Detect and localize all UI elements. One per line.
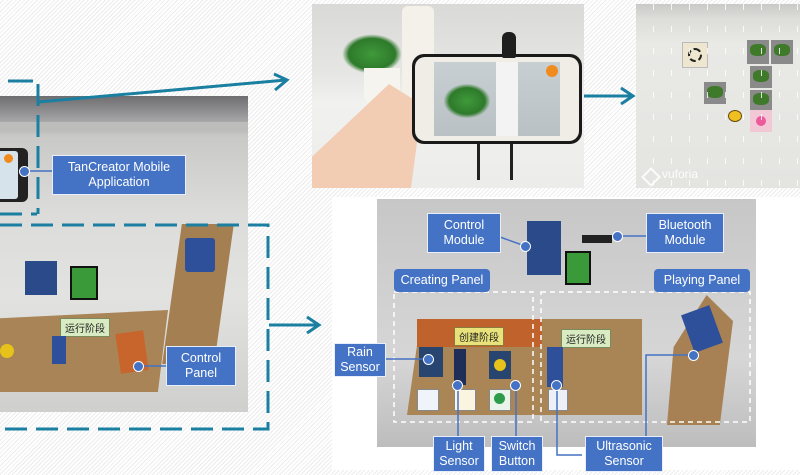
ultrasonic-sensor-dot-2 — [688, 350, 699, 361]
arduino-board — [527, 221, 561, 275]
rain-sensor-dot — [423, 354, 434, 365]
tripod — [477, 134, 513, 180]
middle-photo — [312, 4, 584, 188]
card-rain — [417, 389, 439, 411]
control-panel-label: Control Panel — [166, 346, 236, 386]
creating-panel-tag: Creating Panel — [394, 269, 490, 292]
bluetooth-module-label: Bluetooth Module — [646, 213, 724, 253]
control-panel-dot — [133, 361, 144, 372]
rain-sensor-label: Rain Sensor — [334, 343, 386, 377]
check-icon — [494, 393, 505, 404]
battery — [70, 266, 98, 300]
running-stage-tag: 运行阶段 — [561, 329, 611, 348]
ultrasonic-top — [185, 238, 215, 272]
ar-icon-orange — [546, 65, 558, 77]
battery — [565, 251, 591, 285]
yellow-button — [494, 359, 506, 371]
control-module-dot — [520, 241, 531, 252]
card-switch — [489, 389, 511, 411]
vuforia-watermark: vuforia — [662, 167, 699, 181]
control-module-label: Control Module — [427, 213, 501, 253]
app-icon — [4, 154, 13, 163]
switch-button-dot — [510, 380, 521, 391]
ultrasonic-sensor — [52, 336, 66, 364]
light-sensor-label: Light Sensor — [433, 436, 485, 472]
phone-clamp — [502, 32, 516, 58]
ultrasonic-sensor-dot-1 — [551, 380, 562, 391]
running-stage-tag: 运行阶段 — [60, 318, 110, 337]
yellow-button — [0, 344, 14, 358]
rain-effect — [636, 4, 800, 188]
phone-screen — [0, 151, 18, 199]
light-sensor-dot — [452, 380, 463, 391]
creating-stage-tag: 创建阶段 — [454, 327, 504, 346]
playing-panel-tag: Playing Panel — [654, 269, 750, 292]
light-sensor-module — [454, 349, 466, 385]
ar-photo: vuforia — [636, 4, 800, 188]
left-photo: 运行阶段 — [0, 96, 248, 412]
arduino-board — [25, 261, 57, 295]
bluetooth-module-dot — [612, 231, 623, 242]
switch-button-module — [489, 351, 511, 379]
ultrasonic-sensor-label: Ultrasonic Sensor — [585, 436, 663, 472]
plant — [342, 34, 402, 74]
mobile-app-label: TanCreator Mobile Application — [52, 155, 186, 195]
shelf-edge — [0, 122, 248, 130]
mobile-app-dot — [19, 166, 30, 177]
bluetooth-chip — [582, 235, 612, 243]
card-strip — [496, 62, 518, 136]
switch-button-label: Switch Button — [491, 436, 543, 472]
mobile-phone — [412, 54, 582, 144]
phone-camera-view — [434, 62, 560, 136]
ultrasonic-module — [547, 347, 563, 387]
ar-plant — [444, 84, 490, 118]
card-light — [454, 389, 476, 411]
